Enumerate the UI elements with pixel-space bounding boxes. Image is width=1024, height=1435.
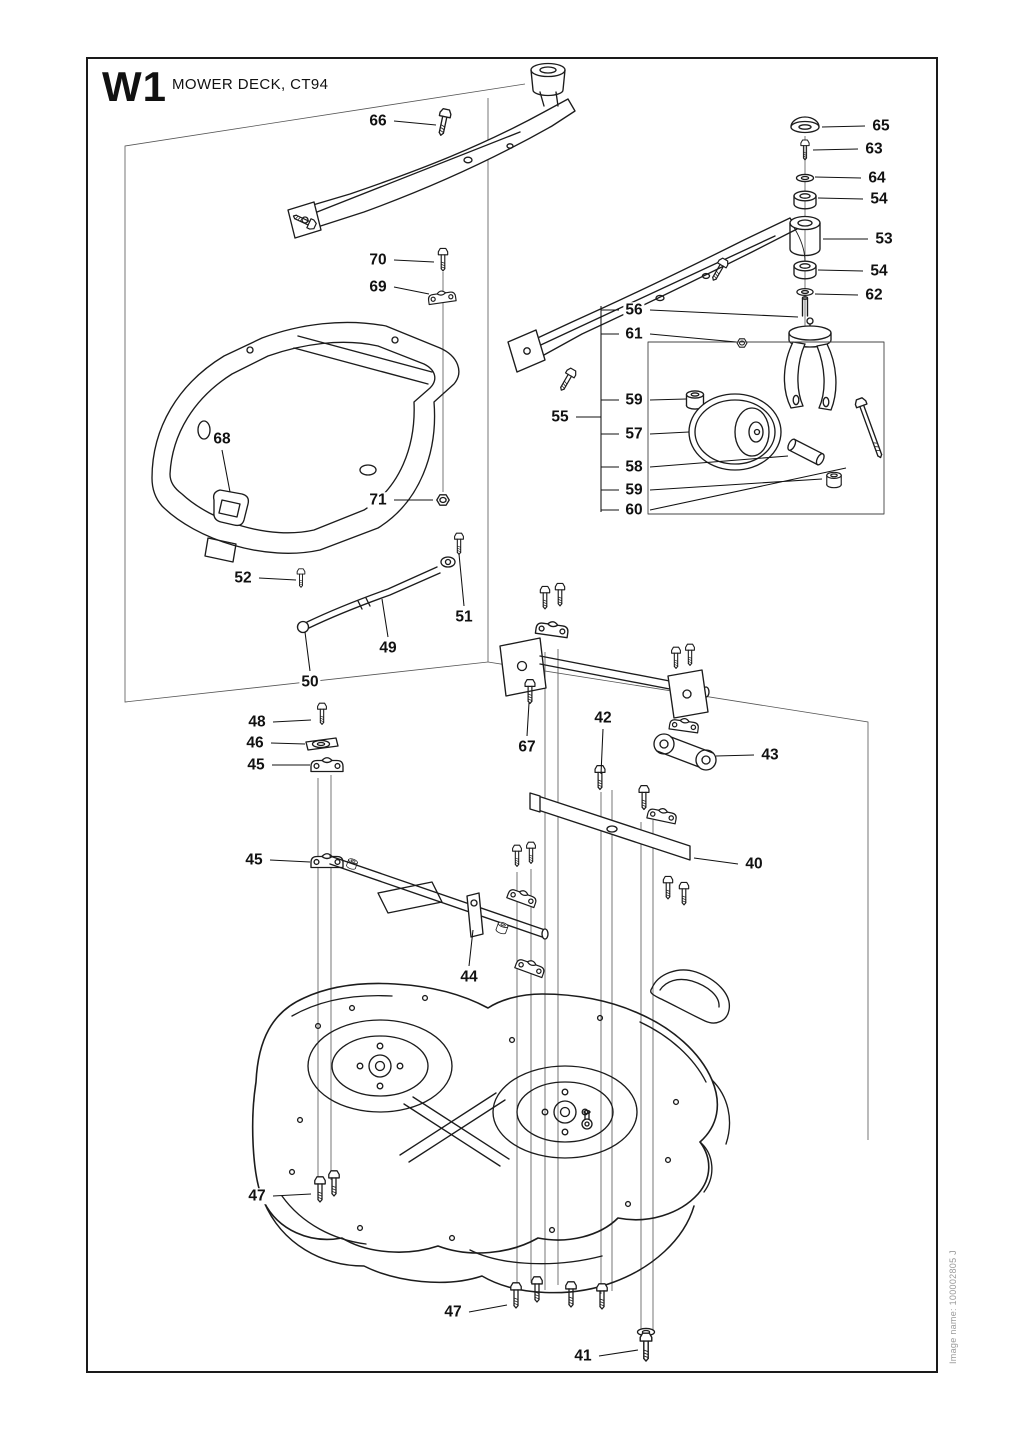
callout-56: 56	[623, 301, 645, 319]
callout-57: 57	[623, 425, 645, 443]
page-border	[86, 57, 938, 1373]
callout-45-a: 45	[245, 756, 267, 774]
callout-69: 69	[367, 278, 389, 296]
image-name-note: Image name: 100002805 J	[948, 1250, 958, 1364]
height-adjuster-bar	[499, 582, 710, 734]
lift-rod-group	[329, 841, 549, 979]
callout-63: 63	[863, 140, 885, 158]
callout-65: 65	[870, 117, 892, 135]
link-plate	[653, 733, 717, 771]
drawing-code: W1	[102, 63, 167, 110]
callout-44: 44	[458, 968, 480, 986]
rear-lift-arm	[507, 217, 806, 394]
wheel-detail-box	[647, 341, 885, 515]
front-lift-arm	[287, 62, 576, 239]
callout-47-b: 47	[442, 1303, 464, 1321]
callout-60: 60	[623, 501, 645, 519]
caster-wheel-assembly	[685, 390, 883, 489]
callout-71: 71	[367, 491, 389, 509]
callout-52: 52	[232, 569, 254, 587]
axle-bolt	[854, 397, 883, 459]
hose-clamp-group	[426, 247, 457, 506]
deck-bolts	[314, 1170, 656, 1362]
callout-61: 61	[623, 325, 645, 343]
callout-41: 41	[572, 1347, 594, 1365]
callout-66: 66	[367, 112, 389, 130]
leader-lines	[221, 120, 868, 1357]
callout-51: 51	[453, 608, 475, 626]
deck-hanger-frame	[151, 321, 460, 563]
callout-67: 67	[516, 738, 538, 756]
callout-55: 55	[549, 408, 571, 426]
caster-fork	[736, 317, 837, 411]
callout-70: 70	[367, 251, 389, 269]
callout-53: 53	[873, 230, 895, 248]
callout-45-b: 45	[243, 851, 265, 869]
callout-43: 43	[759, 746, 781, 764]
callout-46: 46	[244, 734, 266, 752]
projection-axes	[317, 136, 806, 1334]
mower-deck-shell	[251, 969, 731, 1294]
callout-59-b: 59	[623, 481, 645, 499]
adjuster-rod-group	[296, 532, 464, 634]
page-title: MOWER DECK, CT94	[172, 76, 329, 93]
callout-50: 50	[299, 673, 321, 691]
callout-54-b: 54	[868, 262, 890, 280]
caster-spindle-stack	[789, 116, 821, 317]
callout-42: 42	[592, 709, 614, 727]
callout-59-a: 59	[623, 391, 645, 409]
callout-48: 48	[246, 713, 268, 731]
callout-58: 58	[623, 458, 645, 476]
mount-plate-group	[529, 764, 691, 906]
callout-49: 49	[377, 639, 399, 657]
callout-64: 64	[866, 169, 888, 187]
left-clamp-column	[305, 702, 344, 869]
callout-68: 68	[211, 430, 233, 448]
callout-62: 62	[863, 286, 885, 304]
callout-54-a: 54	[868, 190, 890, 208]
callout-47-a: 47	[246, 1187, 268, 1205]
callout-40: 40	[743, 855, 765, 873]
callout-bracket	[576, 306, 619, 512]
